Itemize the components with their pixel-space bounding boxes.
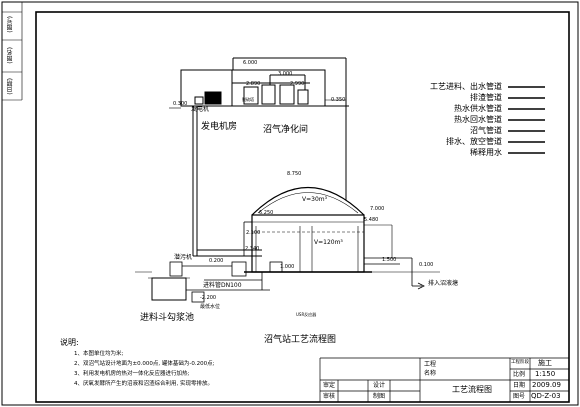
elev-7000: 7.000 [370, 206, 385, 212]
tb-scale-label: 比例 [513, 371, 526, 378]
tb-drawing-title: 工艺流程图 [452, 385, 492, 394]
legend-label-5: 排水、放空管道 [446, 137, 502, 146]
elev-1500: 1.500 [382, 257, 397, 263]
elev-6250: 6.250 [259, 210, 274, 216]
feed-pit [135, 261, 283, 303]
side-strip-date: (日期) [7, 78, 14, 95]
legend-lines [508, 86, 545, 154]
title-block-grid [319, 357, 569, 402]
elev-0350: 0.350 [331, 97, 346, 103]
elev-6000: 6.000 [243, 60, 258, 66]
tb-review-label: 审定 [323, 382, 336, 389]
legend-label-6: 稀释用水 [470, 148, 502, 157]
gas-volume-label: V=30m³ [302, 196, 328, 203]
legend-label-3: 热水回水管道 [454, 115, 502, 124]
building [169, 69, 349, 109]
note-item-2: 2、双沼气站设计地面为±0.000点, 罐体基础为-0.200点; [74, 361, 215, 367]
tb-phase-label: 工程阶段 [511, 360, 529, 365]
tb-number-label: 图号 [513, 393, 526, 400]
elev-3000: 3.000 [278, 71, 293, 77]
elev-2890: 2.890 [246, 81, 261, 87]
feed-pit-label: 进料斗勾浆池 [140, 313, 195, 323]
legend-label-0: 工艺进料、出水管道 [430, 82, 502, 91]
discharge-pond-label: 排入沼液塘 [428, 280, 459, 287]
legend-label-4: 沼气管道 [470, 126, 502, 135]
notes-heading: 说明: [60, 338, 79, 347]
side-strip-drawing-no: (图号) [7, 16, 14, 33]
elev-0200: 0.200 [209, 258, 224, 264]
tank-volume-label: V=120m³ [314, 239, 343, 246]
diagram-title: 沼气站工艺流程图 [264, 335, 337, 345]
tb-design-label: 设计 [373, 382, 386, 389]
tb-project-label: 工程 [424, 361, 437, 368]
note-item-3: 3、利用发电机房的热对一体化反应器进行加热; [74, 371, 190, 377]
side-strip-drawing-name: (图名) [7, 47, 14, 64]
inner-frame [35, 11, 570, 403]
elev-0300: 0.300 [173, 101, 188, 107]
purification-room-label: 沼气净化间 [263, 125, 309, 135]
generator-label: 发电机 [191, 106, 210, 113]
elev-n2200: -2.200 [200, 295, 217, 301]
elev-1000: 1.000 [280, 264, 295, 270]
tb-name-label: 名称 [424, 370, 437, 377]
note-item-4: 4、厌氧发酵所产生的沼液和沼渣综合利用, 实现零排放。 [74, 381, 213, 387]
elev-2990: 2.990 [290, 81, 305, 87]
elev-0100: 0.100 [419, 262, 434, 268]
legend-label-2: 热水供水管道 [454, 104, 502, 113]
tb-number-value: QD-Z-03 [531, 392, 561, 400]
purif-note-label: 脱硫塔 [242, 97, 254, 102]
tb-draw-label: 制图 [373, 393, 386, 400]
elev-8750: 8.750 [287, 171, 302, 177]
tb-scale-value: 1:150 [535, 370, 556, 378]
side-strip [2, 2, 23, 101]
tank-small-note: USR反应器 [296, 312, 317, 317]
elev-2340: 2.340 [245, 246, 260, 252]
legend-label-1: 排渣管道 [470, 93, 502, 102]
tb-phase-value: 施工 [538, 359, 552, 367]
pump-label: 潜污机 [174, 254, 193, 261]
elev-5480: 5.480 [364, 217, 379, 223]
inlet-pipe-label: 进料管DN100 [203, 282, 242, 289]
bottom-level-label: 最低水位 [200, 304, 221, 310]
tb-date-label: 日期 [513, 382, 526, 389]
elev-2100: 2.100 [246, 230, 261, 236]
note-item-1: 1、本图单位均为米; [74, 351, 124, 357]
generator-room-label: 发电机房 [201, 122, 238, 132]
tb-audit-label: 审核 [323, 393, 336, 400]
digester-tank [243, 186, 425, 290]
pipes-main [192, 57, 347, 257]
tb-date-value: 2009.09 [532, 381, 561, 389]
